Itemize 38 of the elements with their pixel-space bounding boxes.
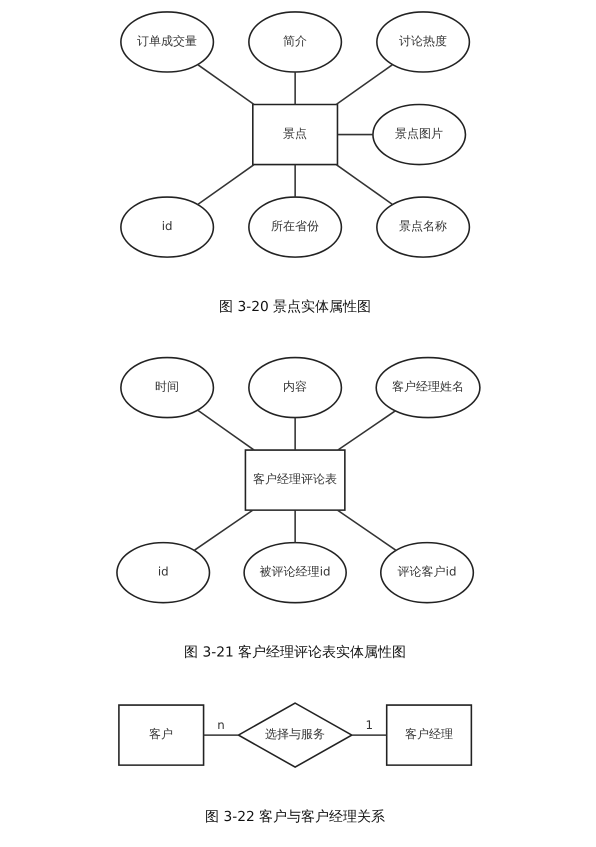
connector — [337, 134, 372, 136]
connector — [335, 64, 392, 106]
node-box: 客户 — [118, 704, 204, 766]
connector — [294, 418, 296, 450]
node-ellipse: 内容 — [248, 356, 342, 418]
connector — [196, 410, 254, 451]
connector — [336, 510, 396, 551]
connector — [294, 72, 296, 104]
connector — [294, 164, 296, 197]
node-ellipse: 简介 — [248, 11, 342, 73]
connector — [203, 734, 238, 736]
label: 图 3-22 客户与客户经理关系 — [204, 808, 385, 825]
node-diamond: 选择与服务 — [236, 702, 353, 768]
node-box: 客户经理 — [385, 704, 472, 766]
node-ellipse: id — [116, 542, 210, 604]
node-ellipse: 客户经理姓名 — [374, 356, 480, 418]
connector — [196, 64, 254, 106]
node-ellipse: 被评论经理id — [242, 542, 346, 604]
node-box: 客户经理评论表 — [244, 449, 346, 511]
node-ellipse: id — [120, 196, 214, 258]
node-ellipse: 评论客户id — [380, 542, 474, 604]
node-ellipse: 订单成交量 — [120, 11, 214, 73]
node-ellipse: 所在省份 — [248, 196, 342, 258]
node-ellipse: 时间 — [120, 356, 214, 418]
connector — [336, 410, 396, 451]
edge-label: 1 — [364, 718, 372, 732]
node-box: 景点 — [252, 104, 338, 166]
node-ellipse: 景点名称 — [376, 196, 470, 258]
connector — [196, 164, 254, 206]
edge-label: n — [216, 718, 224, 732]
label: 图 3-20 景点实体属性图 — [218, 298, 371, 315]
label: 图 3-21 客户经理评论表实体属性图 — [184, 644, 406, 661]
connector — [351, 734, 386, 736]
connector — [193, 510, 253, 551]
connector — [335, 164, 393, 206]
node-ellipse: 景点图片 — [372, 104, 466, 166]
connector — [294, 510, 296, 543]
node-ellipse: 讨论热度 — [376, 11, 470, 73]
